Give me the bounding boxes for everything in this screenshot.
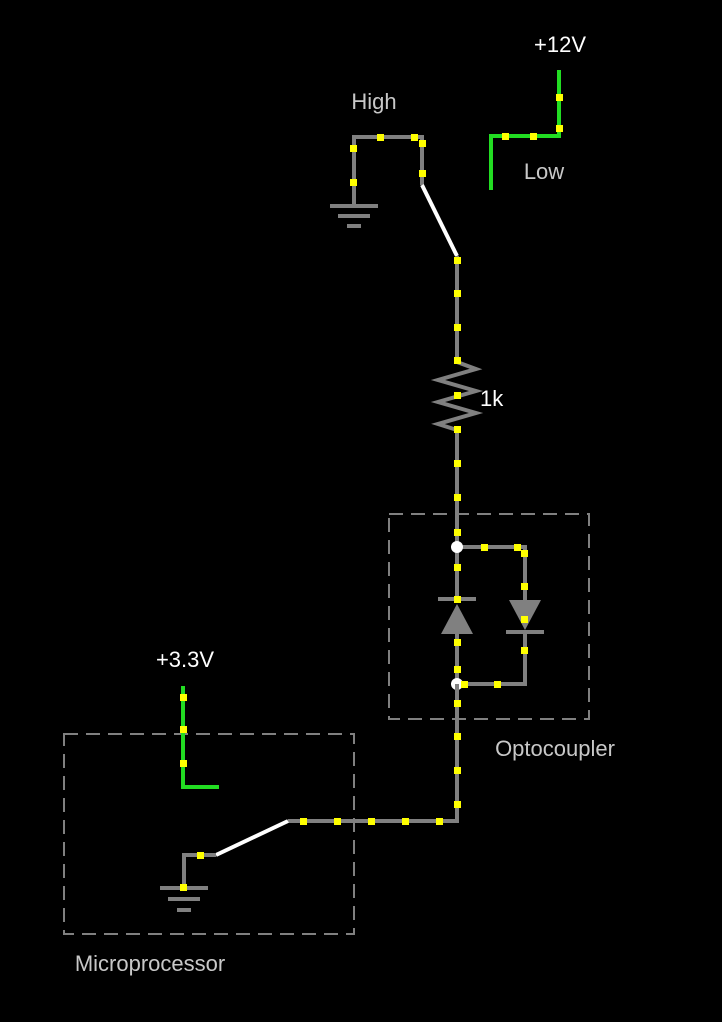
led-left [438, 597, 476, 634]
led-right [506, 600, 544, 634]
label-12v: +12V [534, 32, 586, 57]
high-terminal-wire [352, 135, 424, 205]
wire-optocoupler-to-switch [288, 684, 459, 823]
switch-top-blade [420, 184, 459, 257]
label-microprocessor: Microprocessor [75, 951, 225, 976]
label-low: Low [524, 159, 564, 184]
optocoupler-wiring [455, 545, 527, 686]
label-optocoupler: Optocoupler [495, 736, 615, 761]
label-3v3: +3.3V [156, 647, 214, 672]
switch-bottom-blade [215, 819, 289, 857]
supply-3v3-wire [181, 686, 219, 789]
ground-symbol-top [330, 204, 378, 228]
label-resistor: 1k [480, 386, 504, 411]
supply-12v-wire [489, 70, 561, 190]
ground-symbol-bottom [160, 886, 208, 912]
switch-bottom-ground-wire [182, 853, 216, 888]
label-high: High [351, 89, 396, 114]
current-dots [180, 94, 563, 891]
microprocessor-box [63, 733, 355, 935]
optocoupler-box [388, 513, 590, 720]
junction-node-top [451, 541, 463, 553]
